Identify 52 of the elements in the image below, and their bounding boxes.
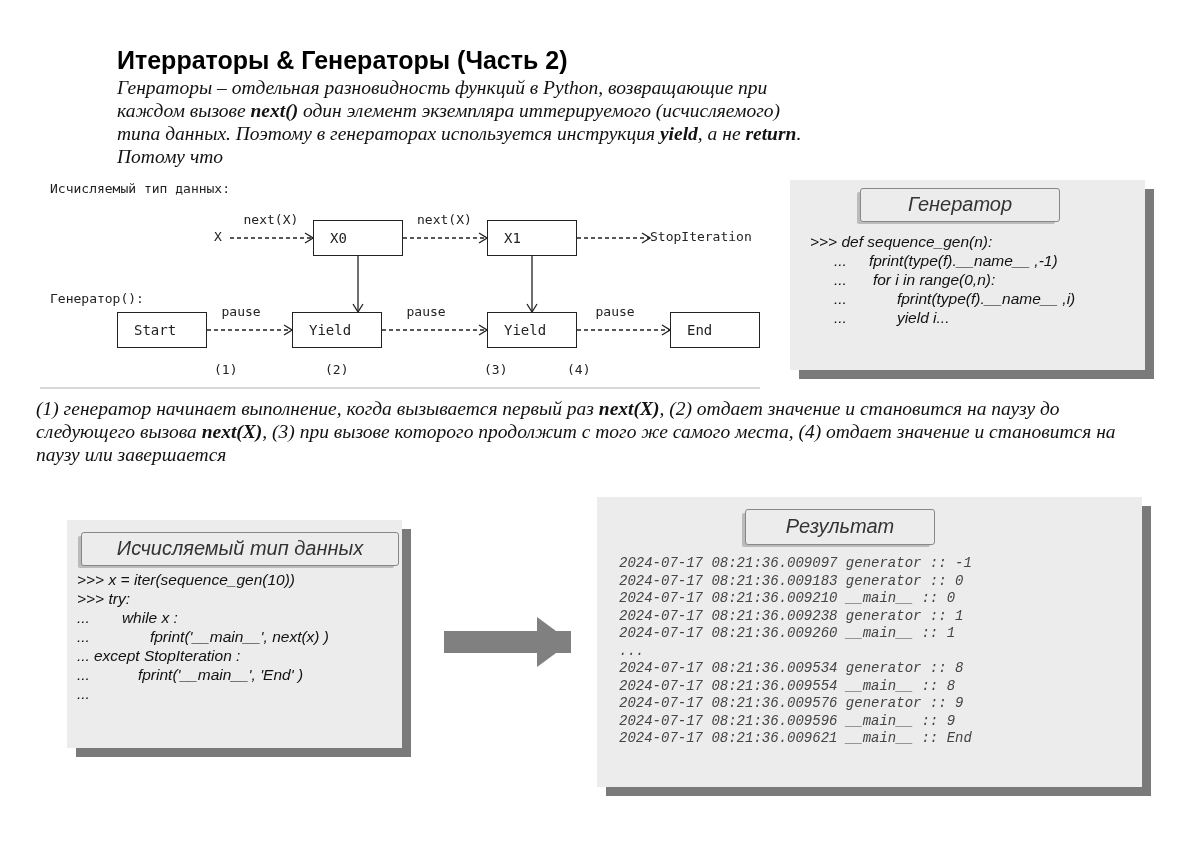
code-line: ... fprint('__main__', next(x) )	[77, 627, 329, 646]
output-line: 2024-07-17 08:21:36.009596 __main__ :: 9	[619, 712, 956, 730]
code-line: ... for i in range(0,n):	[834, 270, 996, 289]
code-line: ... except StopIteration :	[77, 646, 241, 665]
output-line: 2024-07-17 08:21:36.009621 __main__ :: End	[619, 730, 972, 747]
step-number: (1)	[214, 362, 238, 377]
block-arrow	[444, 617, 571, 667]
code-line: ... fprint('__main__', 'End' )	[77, 665, 304, 684]
output-line: 2024-07-17 08:21:36.009210 __main__ :: 0	[619, 590, 956, 607]
process-box: X0	[313, 220, 403, 256]
dashed-arrow	[402, 232, 488, 244]
dashed-arrow	[576, 232, 651, 244]
dashed-arrow	[576, 324, 671, 336]
code-line: >>> try:	[77, 589, 130, 608]
code-line: ...	[77, 684, 90, 703]
output-line: 2024-07-17 08:21:36.009534 generator :: 8	[619, 660, 964, 677]
step-number: (3)	[484, 362, 508, 377]
explanation-paragraph: (1) генератор начинает выполнение, когда вызывается первый раз next(X), (2) отдает значение и становится на паузу до следующего вызова next(X), (3) при вызове которого продолжит с того же самого места, (4) отдает значение и становится на паузу или завершается	[36, 397, 1117, 466]
code-line: >>> x = iter(sequence_gen(10))	[77, 570, 295, 589]
process-box: Start	[117, 312, 207, 348]
exception-label: StopIteration	[650, 229, 762, 247]
slide-title: Итерраторы & Генераторы (Часть 2)	[117, 46, 568, 75]
code-line: ... while x :	[77, 608, 178, 627]
panel-heading: Генератор	[860, 188, 1060, 222]
section-label: Генератор():	[50, 291, 144, 306]
output-line: 2024-07-17 08:21:36.009554 __main__ :: 8	[619, 677, 956, 695]
output-line: 2024-07-17 08:21:36.009238 generator :: 1	[619, 607, 964, 625]
arrow	[526, 255, 538, 313]
arrow	[352, 255, 364, 313]
step-number: (4)	[567, 362, 591, 377]
panel-heading: Результат	[745, 509, 935, 545]
intro-paragraph: Генраторы – отдельная разновидность функций в Python, возвращающие при каждом вызове next() один элемент экземпляра иттерируемого (исчисляемого) типа данных. Поэтому в генераторах используется инструкция yield, а не return. Потому что	[117, 76, 803, 168]
process-box: End	[670, 312, 760, 348]
output-line: 2024-07-17 08:21:36.009260 __main__ :: 1	[619, 625, 956, 642]
output-line: 2024-07-17 08:21:36.009183 generator :: 0	[619, 572, 964, 590]
dashed-arrow	[206, 324, 293, 336]
output-line: 2024-07-17 08:21:36.009097 generator :: -1	[619, 555, 972, 572]
variable-label: X	[214, 229, 230, 247]
output-line: ...	[619, 642, 645, 660]
output-line: 2024-07-17 08:21:36.009576 generator :: 9	[619, 695, 964, 712]
code-line: ... fprint(type(f).__name__ ,-1)	[834, 251, 1058, 270]
dashed-arrow	[229, 232, 314, 244]
process-box: Yield	[487, 312, 577, 348]
step-number: (2)	[325, 362, 349, 377]
code-line: >>> def sequence_gen(n):	[810, 232, 993, 251]
section-label: Исчисляемый тип данных:	[50, 181, 230, 196]
panel-heading: Исчисляемый тип данных	[81, 532, 399, 566]
dashed-arrow	[381, 324, 488, 336]
code-line: ... yield i...	[834, 308, 950, 327]
process-box: X1	[487, 220, 577, 256]
process-box: Yield	[292, 312, 382, 348]
code-line: ... fprint(type(f).__name__ ,i)	[834, 289, 1076, 308]
